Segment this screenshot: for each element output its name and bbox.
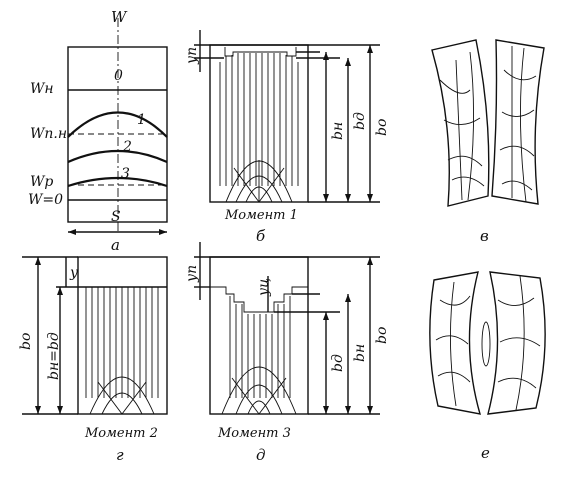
panel-e-left-piece	[429, 271, 481, 415]
panel-v: в	[431, 39, 545, 245]
panel-g-label-bnd: bн=bд	[46, 332, 62, 380]
panel-e-letter: е	[481, 444, 490, 462]
panel-a-zone-3: 3	[121, 166, 130, 182]
panel-d-label-bo: bо	[374, 327, 390, 344]
panel-a-label-w0: W=0	[28, 192, 63, 208]
panel-a-axis-top: W	[111, 8, 128, 26]
panel-v-cracks	[439, 46, 537, 203]
panel-d-label-bn: bн	[352, 344, 368, 362]
panel-v-left-piece	[431, 39, 490, 207]
panel-a-zone-0: 0	[114, 68, 123, 84]
panel-d-stepped-front	[210, 286, 308, 313]
panel-d-letter: д	[256, 446, 266, 464]
panel-a-label-wpn: Wп.н	[30, 126, 67, 142]
panel-b-label-bo: bо	[374, 119, 390, 136]
panel-g-label-bo: bо	[18, 333, 34, 350]
panel-b-label-bd: bд	[352, 112, 368, 130]
panel-b-label-yp: уп	[184, 47, 200, 65]
panel-v-letter: в	[480, 227, 489, 245]
panel-g-moment: Момент 2	[84, 426, 158, 441]
panel-b: уп bн bд bо Момент 1 б	[184, 30, 390, 245]
panel-d-fibers	[229, 296, 291, 398]
panel-a-zone-2: 2	[122, 139, 132, 155]
panel-d-growth-rings	[221, 366, 297, 415]
panel-e-right-piece	[487, 271, 546, 415]
panel-a-curve-3	[67, 176, 168, 188]
panel-a-letter: а	[111, 236, 120, 254]
panel-b-fibers	[219, 53, 299, 186]
panel-d-label-yp: уп	[184, 265, 200, 283]
panel-v-right-piece	[491, 39, 545, 205]
panel-g: у bо bн=bд Момент 2 г	[18, 256, 168, 464]
panel-b-growth-rings	[225, 160, 293, 203]
panel-a-zone-1: 1	[137, 112, 146, 128]
panel-b-moment: Момент 1	[224, 208, 298, 223]
panel-b-label-bn: bн	[330, 122, 346, 140]
panel-d-moment: Момент 3	[217, 426, 291, 441]
panel-g-growth-rings	[89, 376, 155, 415]
panel-b-letter: б	[256, 227, 266, 245]
panel-g-letter: г	[116, 446, 124, 464]
panel-a-curve-2	[67, 149, 168, 164]
panel-d-label-bd: bд	[330, 354, 346, 372]
panel-g-label-y: у	[69, 265, 79, 281]
panel-d: уп уц bд bн bо Момент 3 д	[184, 242, 390, 464]
panel-a: W 0 1 2 3 Wн Wп.н Wр W=0 S а	[28, 8, 168, 254]
panel-g-fibers	[85, 287, 159, 398]
panel-d-label-yts: уц	[256, 278, 272, 297]
panel-e-cracks	[435, 275, 541, 411]
panel-a-curve-1	[67, 111, 168, 138]
panel-b-crack-front	[224, 47, 297, 57]
panel-a-label-wp: Wр	[30, 174, 53, 190]
panel-g-board	[77, 256, 168, 415]
panel-a-label-wn: Wн	[30, 81, 54, 97]
panel-e: е	[429, 271, 546, 462]
panel-a-axis-bottom: S	[111, 209, 121, 225]
